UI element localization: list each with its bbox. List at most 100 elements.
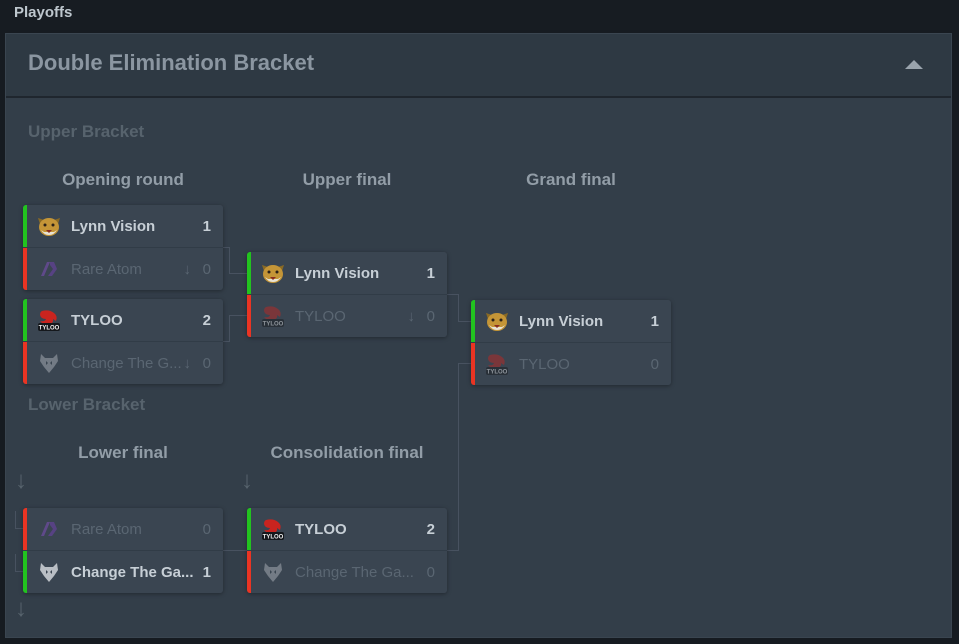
round-header-upper-final: Upper final (302, 170, 392, 189)
win-indicator-bar (247, 252, 251, 294)
round-header-consolidation-final: Consolidation final (270, 443, 424, 462)
team-name: TYLOO (71, 311, 123, 329)
match-row: Change The Ga... 0 (247, 550, 447, 593)
match-grand-final[interactable]: Lynn Vision 1 TYLOO TYLOO 0 (471, 300, 671, 385)
loss-indicator-bar (247, 295, 251, 337)
connector-line (447, 294, 459, 322)
match-row: TYLOO TYLOO ↓ 0 (247, 294, 447, 337)
drop-arrow-icon: ↓ (15, 467, 27, 494)
lynn-vision-logo (37, 214, 61, 238)
tyloo-logo: TYLOO (261, 304, 285, 328)
drop-arrow-icon: ↓ (183, 260, 192, 278)
collapse-arrow-icon[interactable] (905, 60, 923, 69)
round-header-opening: Opening round (62, 170, 184, 189)
round-header-grand-final: Grand final (526, 170, 616, 189)
win-indicator-bar (247, 508, 251, 550)
team-name: TYLOO (295, 520, 347, 538)
lynn-vision-logo (485, 309, 509, 333)
match-row: Lynn Vision 1 (471, 300, 671, 342)
svg-text:TYLOO: TYLOO (487, 370, 508, 376)
team-score: 0 (202, 520, 211, 538)
team-name: Lynn Vision (519, 312, 604, 330)
tyloo-logo: TYLOO (485, 352, 509, 376)
page-title: Playoffs (14, 4, 73, 21)
win-indicator-bar (471, 300, 475, 342)
tyloo-logo: TYLOO (37, 308, 61, 332)
svg-text:TYLOO: TYLOO (263, 322, 284, 328)
connector-line (229, 273, 247, 274)
topbar: Playoffs (0, 0, 959, 30)
rare-atom-logo (37, 257, 61, 281)
match-row: TYLOO TYLOO 0 (471, 342, 671, 385)
loss-indicator-bar (23, 248, 27, 290)
match-row: Lynn Vision 1 (247, 252, 447, 294)
match-row: Lynn Vision 1 (23, 205, 223, 247)
svg-text:TYLOO: TYLOO (263, 535, 284, 541)
team-name: Lynn Vision (71, 217, 156, 235)
drop-arrow-icon: ↓ (15, 595, 27, 622)
connector-line (223, 550, 247, 551)
team-score: 2 (426, 520, 435, 538)
team-name: Lynn Vision (295, 264, 380, 282)
team-name: Change The Ga... (71, 563, 194, 581)
team-name: Change The G... (71, 354, 182, 372)
drop-arrow-icon: ↓ (241, 467, 253, 494)
bracket-panel-header[interactable]: Double Elimination Bracket (6, 34, 951, 98)
connector-line (458, 363, 471, 364)
team-score: 0 (650, 355, 659, 373)
win-indicator-bar (23, 551, 27, 593)
connector-line (229, 315, 247, 316)
team-name: TYLOO (295, 307, 346, 325)
win-indicator-bar (23, 299, 27, 341)
match-upper-final[interactable]: Lynn Vision 1 TYLOO TYLOO ↓ 0 (247, 252, 447, 337)
loss-indicator-bar (471, 343, 475, 385)
connector-line (15, 554, 24, 572)
bracket-panel: Double Elimination Bracket Upper Bracket… (5, 33, 952, 638)
change-the-game-logo (261, 560, 285, 584)
connector-line (223, 247, 230, 274)
drop-arrow-icon: ↓ (183, 354, 192, 372)
loss-indicator-bar (23, 508, 27, 550)
change-the-game-logo (37, 351, 61, 375)
match-row: Rare Atom 0 (23, 508, 223, 550)
team-name: Rare Atom (71, 260, 142, 278)
team-score: 2 (202, 311, 211, 329)
team-name: TYLOO (519, 355, 570, 373)
team-name: Rare Atom (71, 520, 142, 538)
upper-bracket-label: Upper Bracket (28, 122, 145, 141)
round-header-lower-final: Lower final (78, 443, 168, 462)
win-indicator-bar (23, 205, 27, 247)
match-row: TYLOO TYLOO 2 (23, 299, 223, 341)
team-score: 0 (426, 307, 435, 325)
team-name: Change The Ga... (295, 563, 414, 581)
match-ub-opening-1[interactable]: Lynn Vision 1 Rare Atom ↓ 0 (23, 205, 223, 290)
change-the-game-logo (37, 560, 61, 584)
match-row: Change The G... ↓ 0 (23, 341, 223, 384)
lower-bracket-label: Lower Bracket (28, 395, 146, 414)
lynn-vision-logo (261, 261, 285, 285)
team-score: 0 (426, 563, 435, 581)
match-lower-final[interactable]: Rare Atom 0 Change The Ga... 1 (23, 508, 223, 593)
match-row: Change The Ga... 1 (23, 550, 223, 593)
team-score: 0 (202, 260, 211, 278)
team-score: 1 (650, 312, 659, 330)
team-score: 1 (426, 264, 435, 282)
connector-line (447, 363, 459, 551)
match-consolidation-final[interactable]: TYLOO TYLOO 2 Change The Ga... 0 (247, 508, 447, 593)
team-score: 1 (202, 563, 211, 581)
match-row: TYLOO TYLOO 2 (247, 508, 447, 550)
connector-line (223, 315, 230, 342)
connector-line (458, 321, 471, 322)
rare-atom-logo (37, 517, 61, 541)
svg-text:TYLOO: TYLOO (39, 326, 60, 332)
loss-indicator-bar (247, 551, 251, 593)
match-ub-opening-2[interactable]: TYLOO TYLOO 2 Change The G... ↓ 0 (23, 299, 223, 384)
loss-indicator-bar (23, 342, 27, 384)
team-score: 1 (202, 217, 211, 235)
bracket-title: Double Elimination Bracket (28, 50, 315, 75)
tyloo-logo: TYLOO (261, 517, 285, 541)
team-score: 0 (202, 354, 211, 372)
connector-line (15, 511, 24, 529)
drop-arrow-icon: ↓ (407, 307, 416, 325)
